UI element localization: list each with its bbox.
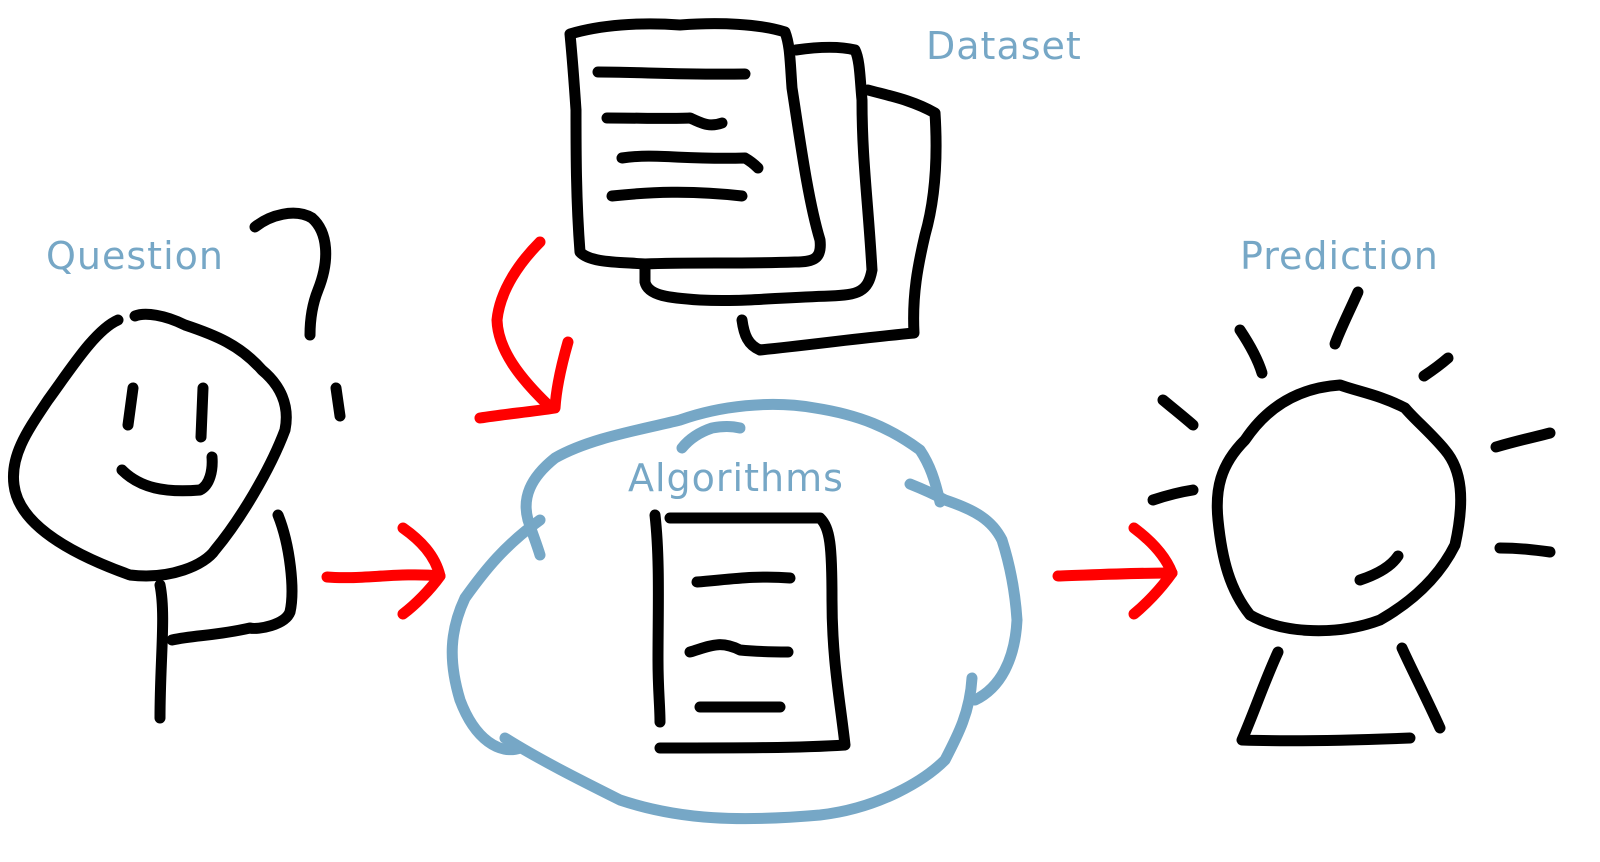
document-stack-icon bbox=[564, 18, 942, 356]
question-label: Question bbox=[46, 234, 224, 278]
prediction-label: Prediction bbox=[1240, 234, 1439, 278]
dataset-label: Dataset bbox=[926, 24, 1082, 68]
question-mark-icon bbox=[249, 207, 346, 422]
question-to-algorithms-arrow bbox=[321, 522, 446, 620]
algorithms-label: Algorithms bbox=[628, 456, 844, 500]
crystal-ball-icon bbox=[1147, 286, 1556, 747]
stick-figure-icon bbox=[7, 308, 298, 724]
algorithms-to-prediction-arrow bbox=[1052, 522, 1178, 620]
cycle-loop-icon bbox=[446, 398, 1023, 825]
dataset-to-algorithms-arrow bbox=[474, 236, 574, 424]
document-icon bbox=[649, 509, 851, 754]
